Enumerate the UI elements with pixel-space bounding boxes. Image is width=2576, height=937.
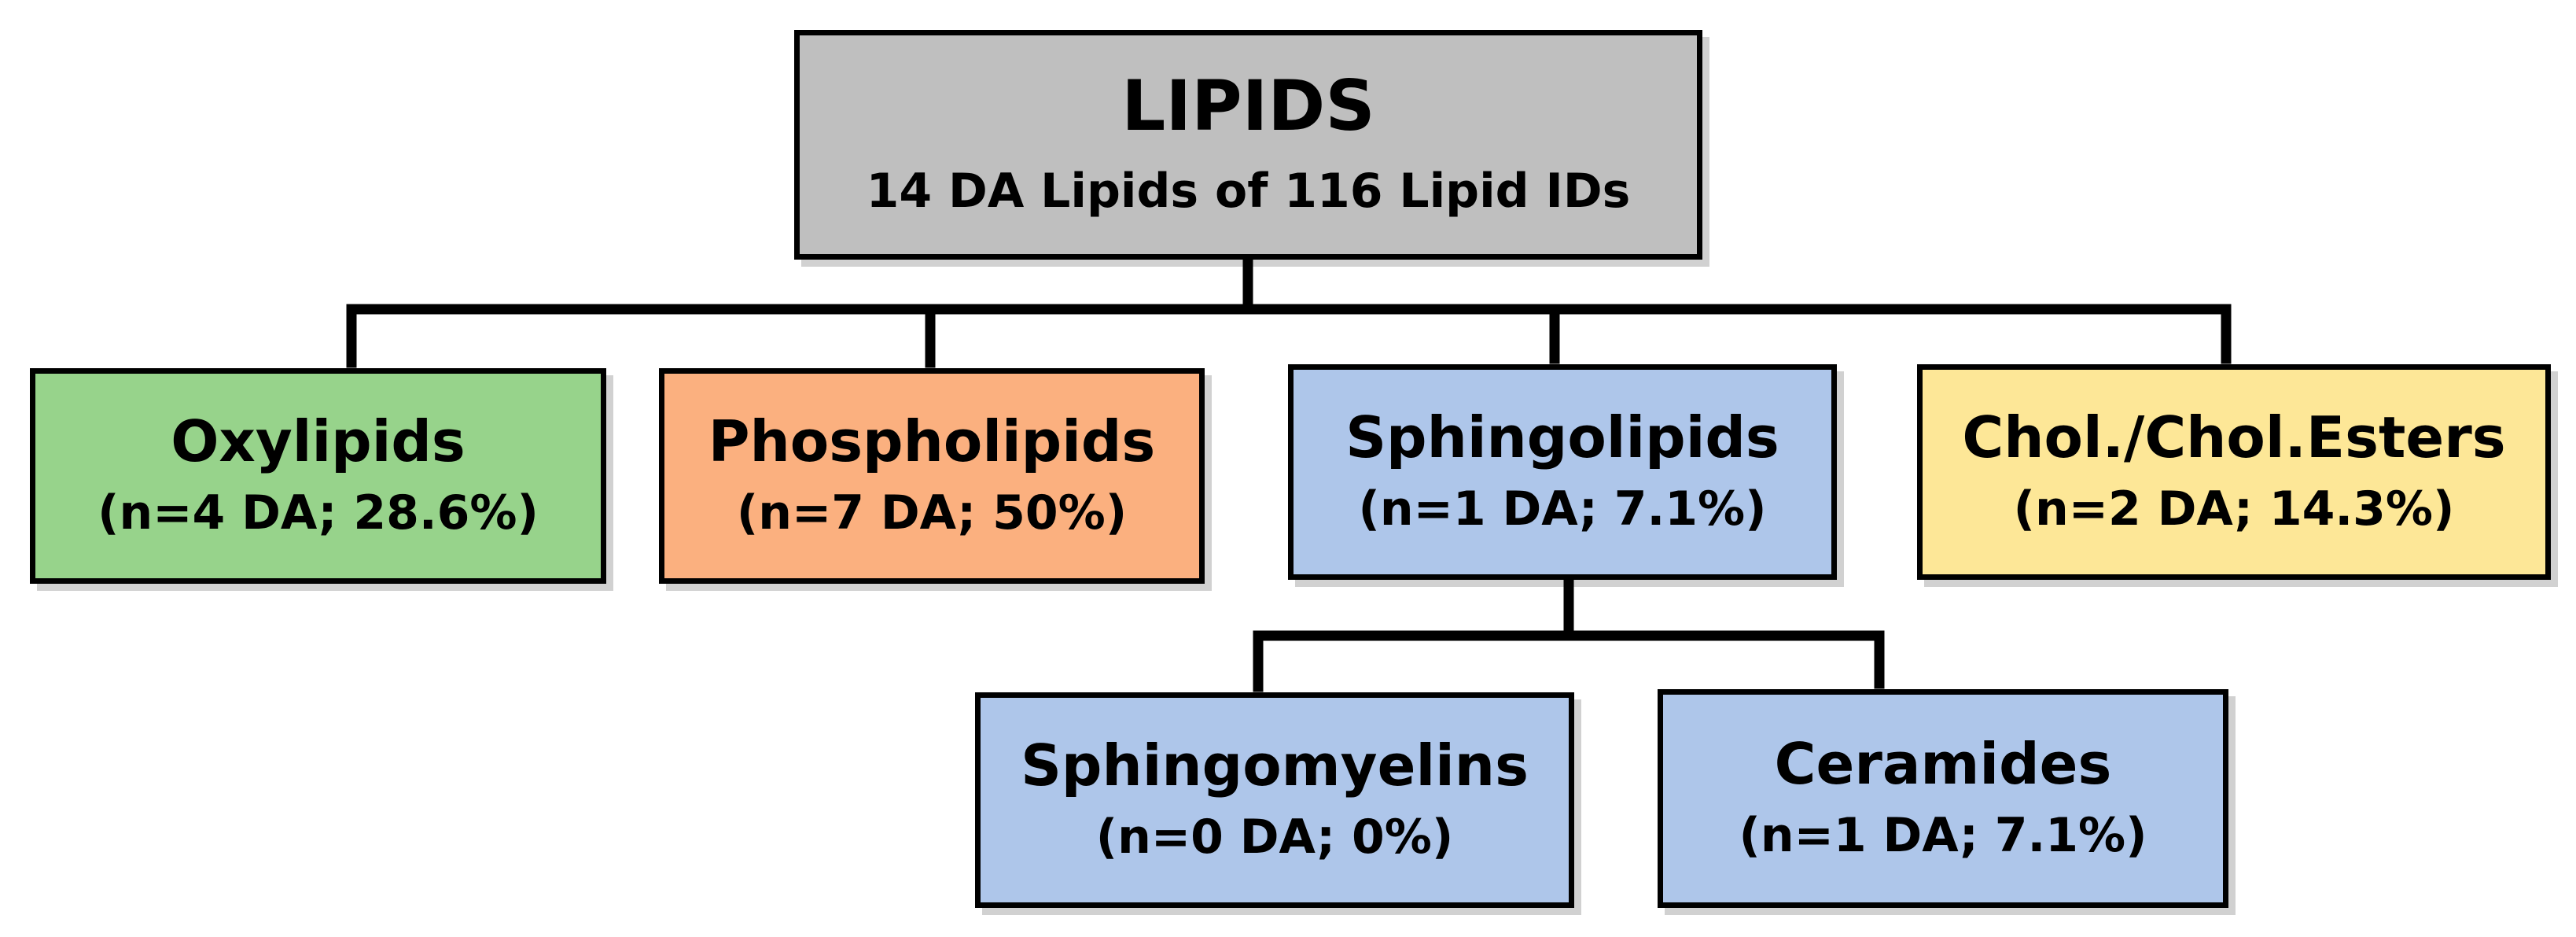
node-ceramides: Ceramides (n=1 DA; 7.1%) <box>1658 689 2228 908</box>
node-sphingolipids-title: Sphingolipids <box>1345 404 1779 471</box>
node-phospholipids: Phospholipids (n=7 DA; 50%) <box>659 368 1205 584</box>
node-sphingolipids: Sphingolipids (n=1 DA; 7.1%) <box>1288 364 1837 580</box>
node-lipids-subtitle: 14 DA Lipids of 116 Lipid IDs <box>866 163 1631 219</box>
node-chol-esters: Chol./Chol.Esters (n=2 DA; 14.3%) <box>1917 364 2551 580</box>
node-oxylipids-subtitle: (n=4 DA; 28.6%) <box>98 485 539 540</box>
node-ceramides-title: Ceramides <box>1774 731 2112 798</box>
node-phospholipids-title: Phospholipids <box>708 408 1156 475</box>
node-sphingomyelins-subtitle: (n=0 DA; 0%) <box>1095 809 1454 865</box>
node-sphingomyelins: Sphingomyelins (n=0 DA; 0%) <box>975 692 1574 908</box>
node-chol-esters-title: Chol./Chol.Esters <box>1962 404 2506 471</box>
node-ceramides-subtitle: (n=1 DA; 7.1%) <box>1739 807 2147 863</box>
node-lipids-title: LIPIDS <box>1121 65 1375 147</box>
node-chol-esters-subtitle: (n=2 DA; 14.3%) <box>2013 481 2455 537</box>
node-oxylipids: Oxylipids (n=4 DA; 28.6%) <box>30 368 606 584</box>
node-lipids: LIPIDS 14 DA Lipids of 116 Lipid IDs <box>794 30 1702 260</box>
node-sphingomyelins-title: Sphingomyelins <box>1021 732 1529 799</box>
node-oxylipids-title: Oxylipids <box>171 408 466 475</box>
node-phospholipids-subtitle: (n=7 DA; 50%) <box>736 485 1128 540</box>
node-sphingolipids-subtitle: (n=1 DA; 7.1%) <box>1358 481 1767 537</box>
